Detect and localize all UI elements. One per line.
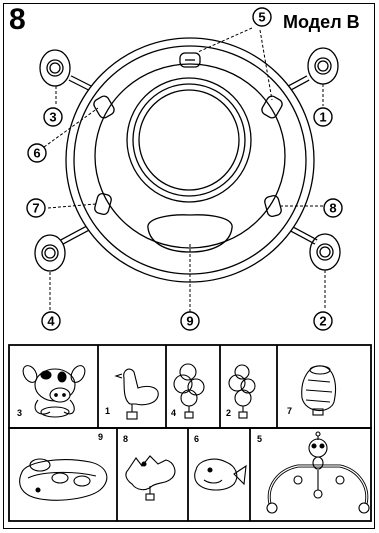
callout-6: 6	[28, 144, 46, 162]
callout-label: 7	[32, 201, 39, 216]
part-number-6: 6	[194, 434, 199, 444]
callout-4: 4	[42, 312, 60, 330]
callout-label: 1	[319, 110, 326, 125]
part-number-7: 7	[287, 406, 292, 416]
callout-label: 5	[258, 10, 265, 25]
cow-toy-icon	[20, 363, 87, 417]
callout-label: 6	[33, 146, 40, 161]
callout-8: 8	[324, 199, 342, 217]
callout-label: 4	[47, 314, 55, 329]
part-number-3: 3	[17, 408, 22, 418]
callout-5: 5	[253, 8, 271, 26]
part-number-2: 2	[226, 408, 231, 418]
part-number-1: 1	[105, 406, 110, 416]
callout-label: 9	[186, 314, 193, 329]
callout-2: 2	[314, 312, 332, 330]
monkey-toy-bar-icon	[267, 432, 369, 513]
callout-label: 8	[329, 201, 336, 216]
crocodile-toy-icon	[126, 456, 175, 500]
part-number-5: 5	[257, 434, 262, 444]
drum-toy-icon	[302, 366, 336, 415]
bird-toy-icon	[116, 369, 158, 419]
part-number-9: 9	[98, 432, 103, 442]
foot-top-right	[308, 48, 338, 84]
callout-1: 1	[314, 108, 332, 126]
fish-toy-icon	[195, 459, 246, 490]
callout-label: 3	[49, 110, 56, 125]
part-number-8: 8	[123, 434, 128, 444]
bead-rattle-icon-2	[229, 365, 255, 418]
foot-bottom-right	[310, 234, 340, 270]
callout-9: 9	[181, 312, 199, 330]
bead-rattle-icon-4	[174, 364, 204, 418]
callout-7: 7	[27, 199, 45, 217]
part-number-4: 4	[171, 408, 176, 418]
callout-3: 3	[44, 108, 62, 126]
foot-bottom-left	[35, 235, 65, 271]
footrest-pad-icon	[20, 459, 107, 500]
callout-label: 2	[319, 314, 326, 329]
foot-top-left	[40, 50, 70, 86]
